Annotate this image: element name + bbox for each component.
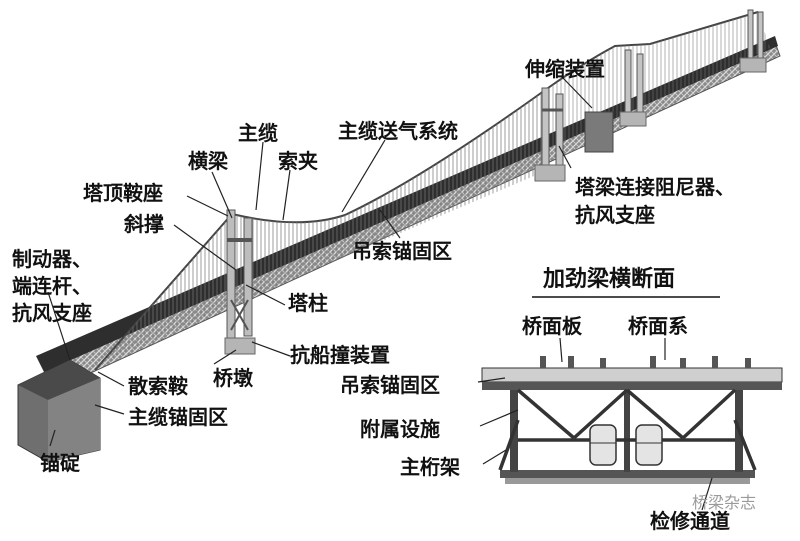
label-deck-system: 桥面系	[628, 314, 688, 338]
inspection-car-left	[589, 424, 617, 466]
expansion-pier	[584, 111, 614, 153]
tower-3	[619, 49, 647, 127]
label-cable-anchor-zone: 主缆锚固区	[128, 405, 228, 429]
far-span-hangers	[548, 12, 770, 150]
label-brake-1: 制动器、	[12, 247, 92, 271]
label-brake-2: 端连杆、	[12, 274, 92, 298]
labels: 伸缩装置 主缆 主缆送气系统 横梁 索夹 塔顶鞍座 塔梁连接阻尼器、 抗风支座 …	[12, 57, 756, 533]
tower-1	[224, 209, 256, 355]
section-title: 加劲梁横断面	[542, 266, 675, 292]
label-ship-collision: 抗船撞装置	[290, 343, 390, 367]
hanger-area	[232, 88, 548, 305]
inspection-car-right	[635, 424, 663, 466]
label-pier: 桥墩	[213, 366, 254, 390]
label-strut: 斜撑	[123, 212, 164, 236]
label-section-hanger-anchor: 吊索锚固区	[340, 373, 440, 397]
section-deck-plate	[481, 367, 783, 383]
label-brake-3: 抗风支座	[12, 301, 92, 325]
label-auxiliary-facilities: 附属设施	[360, 417, 440, 441]
label-anchorage: 锚碇	[40, 451, 80, 475]
anchorage-block	[17, 359, 101, 463]
tower-2	[534, 87, 566, 182]
side-span-hangers	[95, 214, 232, 370]
label-inspection-walkway: 检修通道	[650, 509, 730, 533]
label-deck-plate: 桥面板	[522, 314, 583, 338]
label-hanger-anchor-zone: 吊索锚固区	[352, 239, 452, 263]
label-main-truss: 主桁架	[400, 455, 460, 479]
bridge-perspective	[17, 9, 781, 463]
label-cable-dehumidification: 主缆送气系统	[338, 119, 458, 143]
label-expansion-joint: 伸缩装置	[524, 57, 605, 81]
label-crossbeam: 横梁	[188, 149, 229, 173]
label-main-cable: 主缆	[238, 121, 278, 145]
label-tower-column: 塔柱	[288, 291, 328, 315]
label-tower-saddle: 塔顶鞍座	[83, 181, 163, 205]
leader-lines	[47, 77, 593, 447]
label-splay-saddle: 散索鞍	[128, 374, 188, 398]
watermark: 桥梁杂志	[692, 493, 756, 512]
label-tower-deck-damper-1: 塔梁连接阻尼器、	[575, 175, 735, 199]
cross-section	[477, 296, 783, 511]
label-tower-deck-damper-2: 抗风支座	[575, 203, 655, 227]
tower-4	[739, 9, 767, 73]
label-cable-clamp: 索夹	[278, 149, 318, 173]
section-deck-studs	[540, 356, 751, 368]
